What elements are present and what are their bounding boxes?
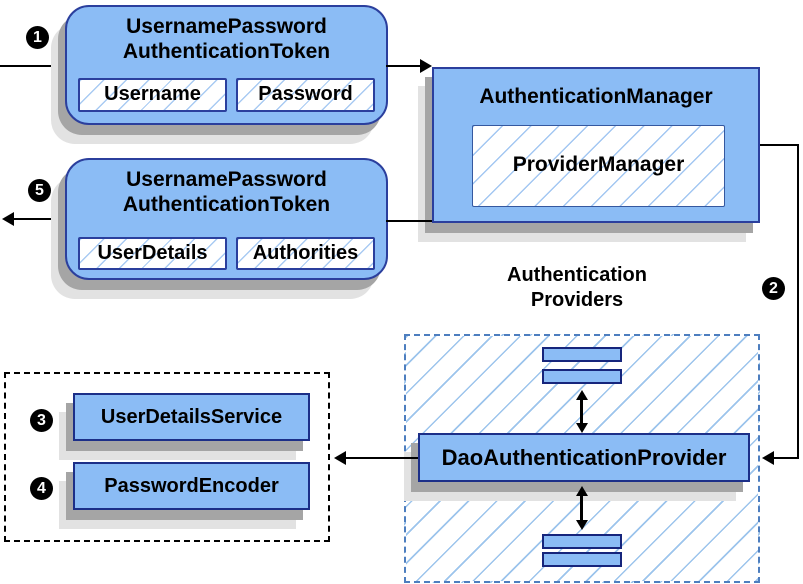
- provider-manager-box: ProviderManager: [472, 125, 725, 207]
- node-password-encoder: PasswordEncoder: [73, 462, 310, 510]
- connector-manager-to-response-token: [386, 220, 432, 222]
- field-userdetails: UserDetails: [78, 237, 227, 270]
- authentication-providers-label-line2: Providers: [530, 289, 624, 311]
- node-user-details-service: UserDetailsService: [73, 393, 310, 441]
- step-1-badge: 1: [26, 26, 49, 49]
- double-arrow-top-down-icon: [576, 423, 588, 433]
- provider-slot-bar: [542, 552, 622, 567]
- step-4-badge: 4: [30, 477, 53, 500]
- response-token-title-line2: AuthenticationToken: [122, 193, 331, 216]
- connector-token-to-manager: [386, 65, 422, 67]
- connector-manager-elbow-top: [760, 144, 799, 146]
- arrowhead-token-to-manager-icon: [420, 59, 432, 73]
- request-token-title-line2: AuthenticationToken: [122, 40, 331, 63]
- response-token-title-line1: UsernamePassword: [126, 168, 327, 191]
- connector-outgoing-response: [14, 218, 66, 220]
- node-response-token: UsernamePassword AuthenticationToken Use…: [65, 158, 388, 280]
- services-container: [4, 372, 330, 542]
- field-authorities: Authorities: [236, 237, 375, 270]
- double-arrow-top-line: [580, 399, 583, 424]
- authentication-providers-label: Authentication Providers: [427, 263, 727, 313]
- response-token-title: UsernamePassword AuthenticationToken: [67, 167, 386, 217]
- authentication-providers-label-line1: Authentication: [507, 264, 647, 286]
- request-token-title: UsernamePassword AuthenticationToken: [67, 14, 386, 64]
- provider-slot-bar: [542, 347, 622, 362]
- node-request-token: UsernamePassword AuthenticationToken Use…: [65, 5, 388, 125]
- connector-dao-to-services: [346, 457, 418, 459]
- request-token-title-line1: UsernamePassword: [126, 15, 327, 38]
- step-3-badge: 3: [30, 409, 53, 432]
- connector-manager-elbow-vertical: [797, 144, 799, 459]
- step-2-badge: 2: [762, 277, 785, 300]
- field-username: Username: [78, 78, 227, 112]
- arrowhead-into-dao-provider-icon: [762, 451, 774, 465]
- provider-slot-bar: [542, 534, 622, 549]
- field-password: Password: [236, 78, 375, 112]
- double-arrow-bottom-up-icon: [576, 486, 588, 496]
- step-5-badge: 5: [28, 179, 51, 202]
- node-authentication-manager: AuthenticationManager ProviderManager: [432, 67, 760, 223]
- arrowhead-outgoing-response-icon: [2, 212, 14, 226]
- connector-incoming-request: [0, 65, 66, 67]
- double-arrow-top-up-icon: [576, 390, 588, 400]
- connector-manager-elbow-bottom: [774, 457, 799, 459]
- double-arrow-bottom-down-icon: [576, 520, 588, 530]
- double-arrow-bottom-line: [580, 495, 583, 521]
- node-dao-authentication-provider: DaoAuthenticationProvider: [418, 433, 750, 482]
- authentication-manager-title: AuthenticationManager: [479, 85, 713, 108]
- provider-slot-bar: [542, 369, 622, 384]
- arrowhead-dao-to-services-icon: [334, 451, 346, 465]
